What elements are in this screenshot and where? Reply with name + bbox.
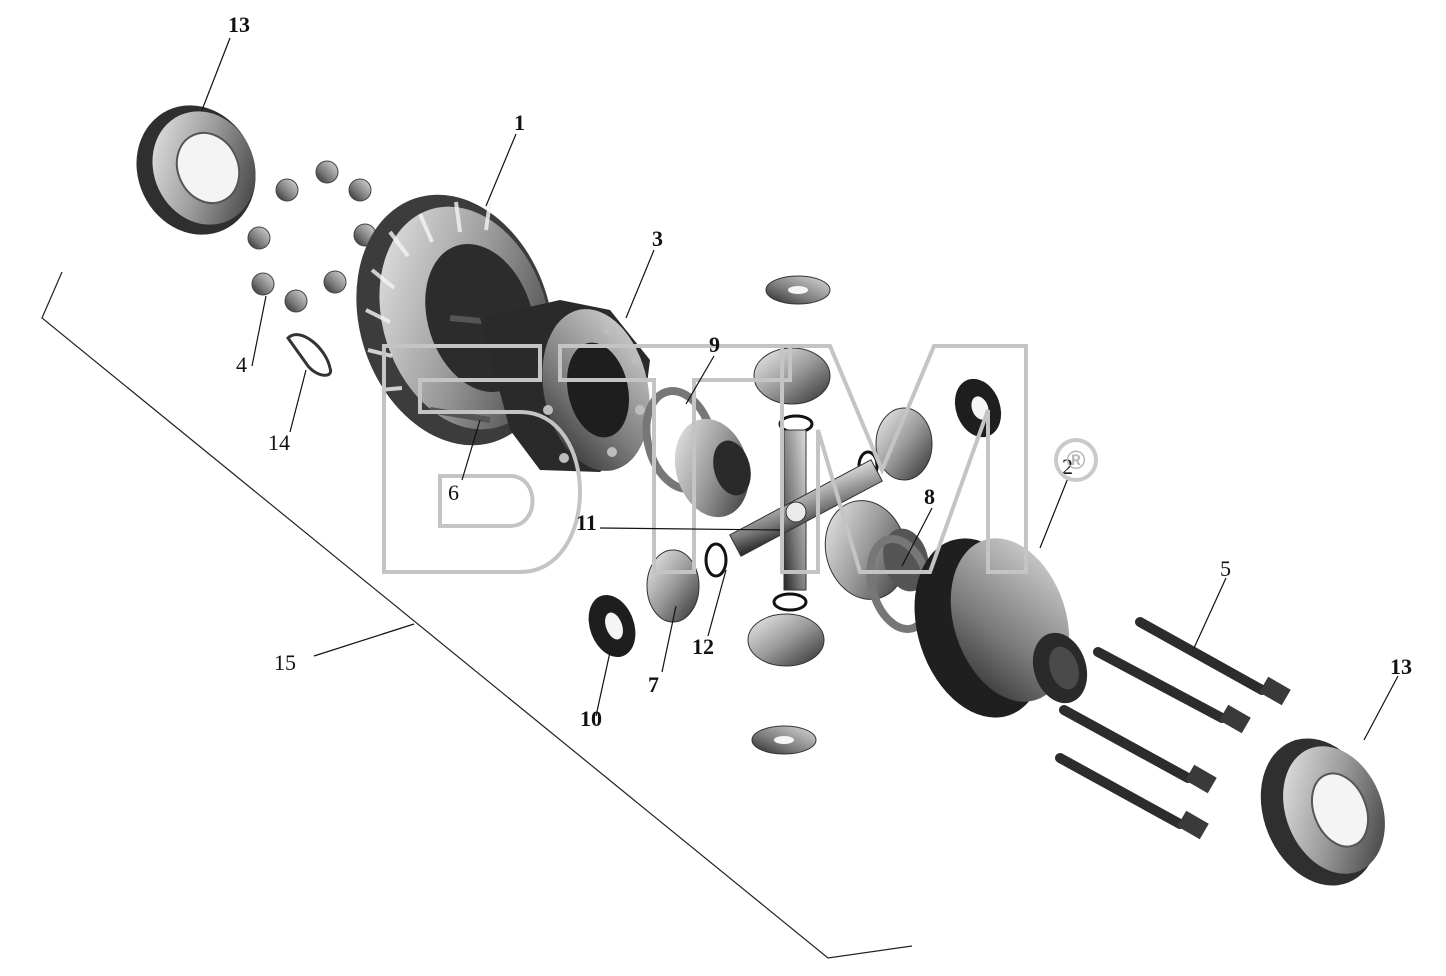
spider-cross-11 [729, 429, 883, 591]
leader-lines [201, 37, 1399, 741]
callout-15: 15 [274, 650, 296, 675]
bolts-5 [1055, 617, 1291, 840]
callout-12: 12 [692, 634, 714, 659]
lock-plate-14 [286, 333, 333, 377]
washer-bottom [751, 725, 817, 755]
callout-1: 1 [514, 110, 525, 135]
callout-7: 7 [648, 672, 659, 697]
callout-13-top: 13 [228, 12, 250, 37]
bearing-13-top [136, 105, 256, 235]
callout-13-bottom: 13 [1390, 654, 1412, 679]
callout-11: 11 [576, 510, 597, 535]
washer-10 [588, 595, 636, 657]
callout-3: 3 [652, 226, 663, 251]
washer-top [765, 275, 831, 305]
assembly-outline [41, 271, 913, 959]
diff-case-3 [480, 300, 650, 472]
callout-9: 9 [709, 332, 720, 357]
watermark-letters [382, 344, 1028, 574]
callout-6: 6 [448, 480, 459, 505]
diff-case-2 [914, 538, 1088, 718]
callout-14: 14 [268, 430, 290, 455]
callout-4: 4 [236, 352, 247, 377]
callout-8: 8 [924, 484, 935, 509]
callout-5: 5 [1220, 556, 1231, 581]
side-gear-6 [674, 418, 751, 518]
callout-10: 10 [580, 706, 602, 731]
nuts-4 [247, 160, 377, 313]
bearing-13-bottom [1260, 738, 1385, 886]
watermark-registered-symbol: ® [1054, 438, 1098, 482]
